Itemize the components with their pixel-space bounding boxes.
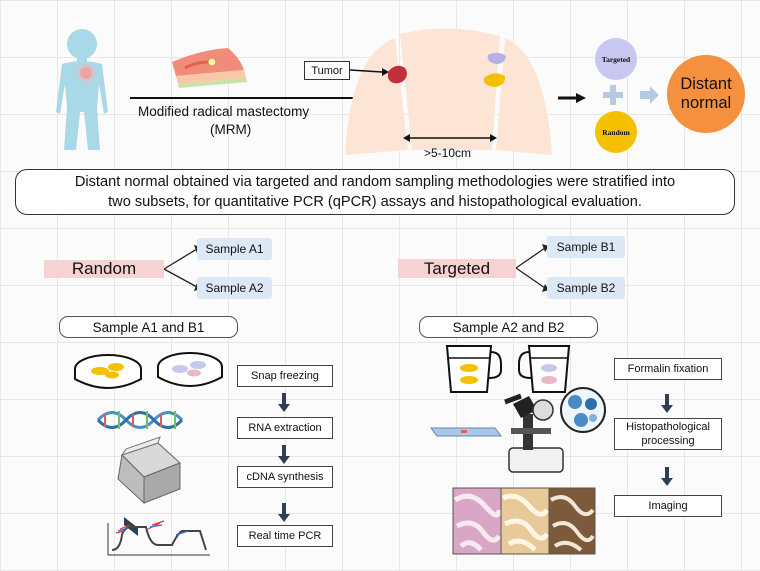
microscope-icon (504, 393, 564, 473)
beaker-icon (518, 345, 571, 393)
right-workflow-title: Sample A2 and B2 (419, 316, 598, 338)
targeted-sample-blob (487, 52, 506, 64)
step-imaging: Imaging (614, 495, 722, 517)
tumor-icon (388, 65, 407, 84)
sample-a1-box: Sample A1 (197, 238, 272, 260)
magnified-cells-icon (560, 387, 606, 433)
arrow-down-icon (278, 445, 290, 464)
targeted-circle-label: Targeted (601, 54, 631, 64)
sample-b1-box: Sample B1 (547, 236, 625, 258)
beaker-icon (445, 345, 502, 393)
petri-dish-icon (157, 352, 223, 387)
step-cdna-synthesis: cDNA synthesis (237, 466, 333, 488)
right-workflow-illustrations (430, 345, 606, 555)
histology-image (548, 487, 596, 555)
distant-normal-line1: Distant (680, 75, 732, 93)
tissue-slice-icon (172, 48, 247, 88)
step-real-time-pcr: Real time PCR (237, 525, 333, 547)
arrow-down-icon (278, 503, 290, 522)
random-sample-blob (483, 73, 506, 87)
procedure-abbrev: (MRM) (210, 122, 252, 137)
woman-figure-icon (56, 29, 108, 150)
caption-line-2: two subsets, for quantitative PCR (qPCR)… (108, 194, 642, 210)
arrow-right-icon (640, 86, 659, 104)
step-rna-extraction: RNA extraction (237, 417, 333, 439)
targeted-group-label: Targeted (398, 259, 516, 278)
distance-label: >5-10cm (424, 146, 472, 160)
step-histopathological-processing: Histopathological processing (614, 418, 722, 450)
random-circle: Random (595, 111, 637, 153)
random-circle-label: Random (602, 127, 630, 137)
arrow-down-icon (278, 393, 290, 412)
step-formalin-fixation: Formalin fixation (614, 358, 722, 380)
left-workflow-illustrations (74, 352, 223, 556)
caption-line-1: Distant normal obtained via targeted and… (74, 174, 676, 190)
random-group-label: Random (44, 259, 164, 278)
histology-image (500, 487, 550, 555)
targeted-circle: Targeted (595, 38, 637, 80)
top-illustrations (56, 28, 659, 155)
distant-normal-line2: normal (680, 94, 732, 112)
left-workflow-title: Sample A1 and B1 (59, 316, 238, 338)
breast-tissue-shape (345, 28, 552, 155)
histology-image (452, 487, 502, 555)
dna-helix-icon (96, 411, 184, 429)
glass-slide-icon (430, 427, 502, 437)
caption-box: Distant normal obtained via targeted and… (15, 169, 735, 215)
tumor-label: Tumor (304, 61, 350, 80)
sample-b2-box: Sample B2 (547, 277, 625, 299)
step-snap-freezing: Snap freezing (237, 365, 333, 387)
petri-dish-icon (74, 354, 142, 389)
distant-normal-circle: Distant normal (667, 55, 745, 133)
procedure-label: Modified radical mastectomy (138, 104, 310, 119)
qpcr-graph-icon (107, 520, 210, 556)
arrow-down-icon (661, 394, 673, 413)
arrow-down-icon (661, 467, 673, 486)
sample-a2-box: Sample A2 (197, 277, 272, 299)
pcr-machine-icon (117, 436, 181, 536)
